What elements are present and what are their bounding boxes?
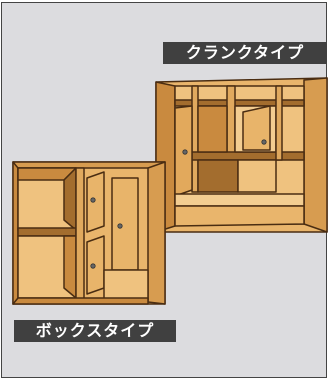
crank-type-label: クランクタイプ — [185, 43, 305, 62]
crank-type-label-bg — [163, 42, 327, 64]
box-type-label: ボックスタイプ — [35, 321, 155, 340]
crank-type-unit — [155, 77, 328, 233]
box-type-unit — [12, 161, 166, 305]
box-type-label-bg — [14, 320, 176, 342]
